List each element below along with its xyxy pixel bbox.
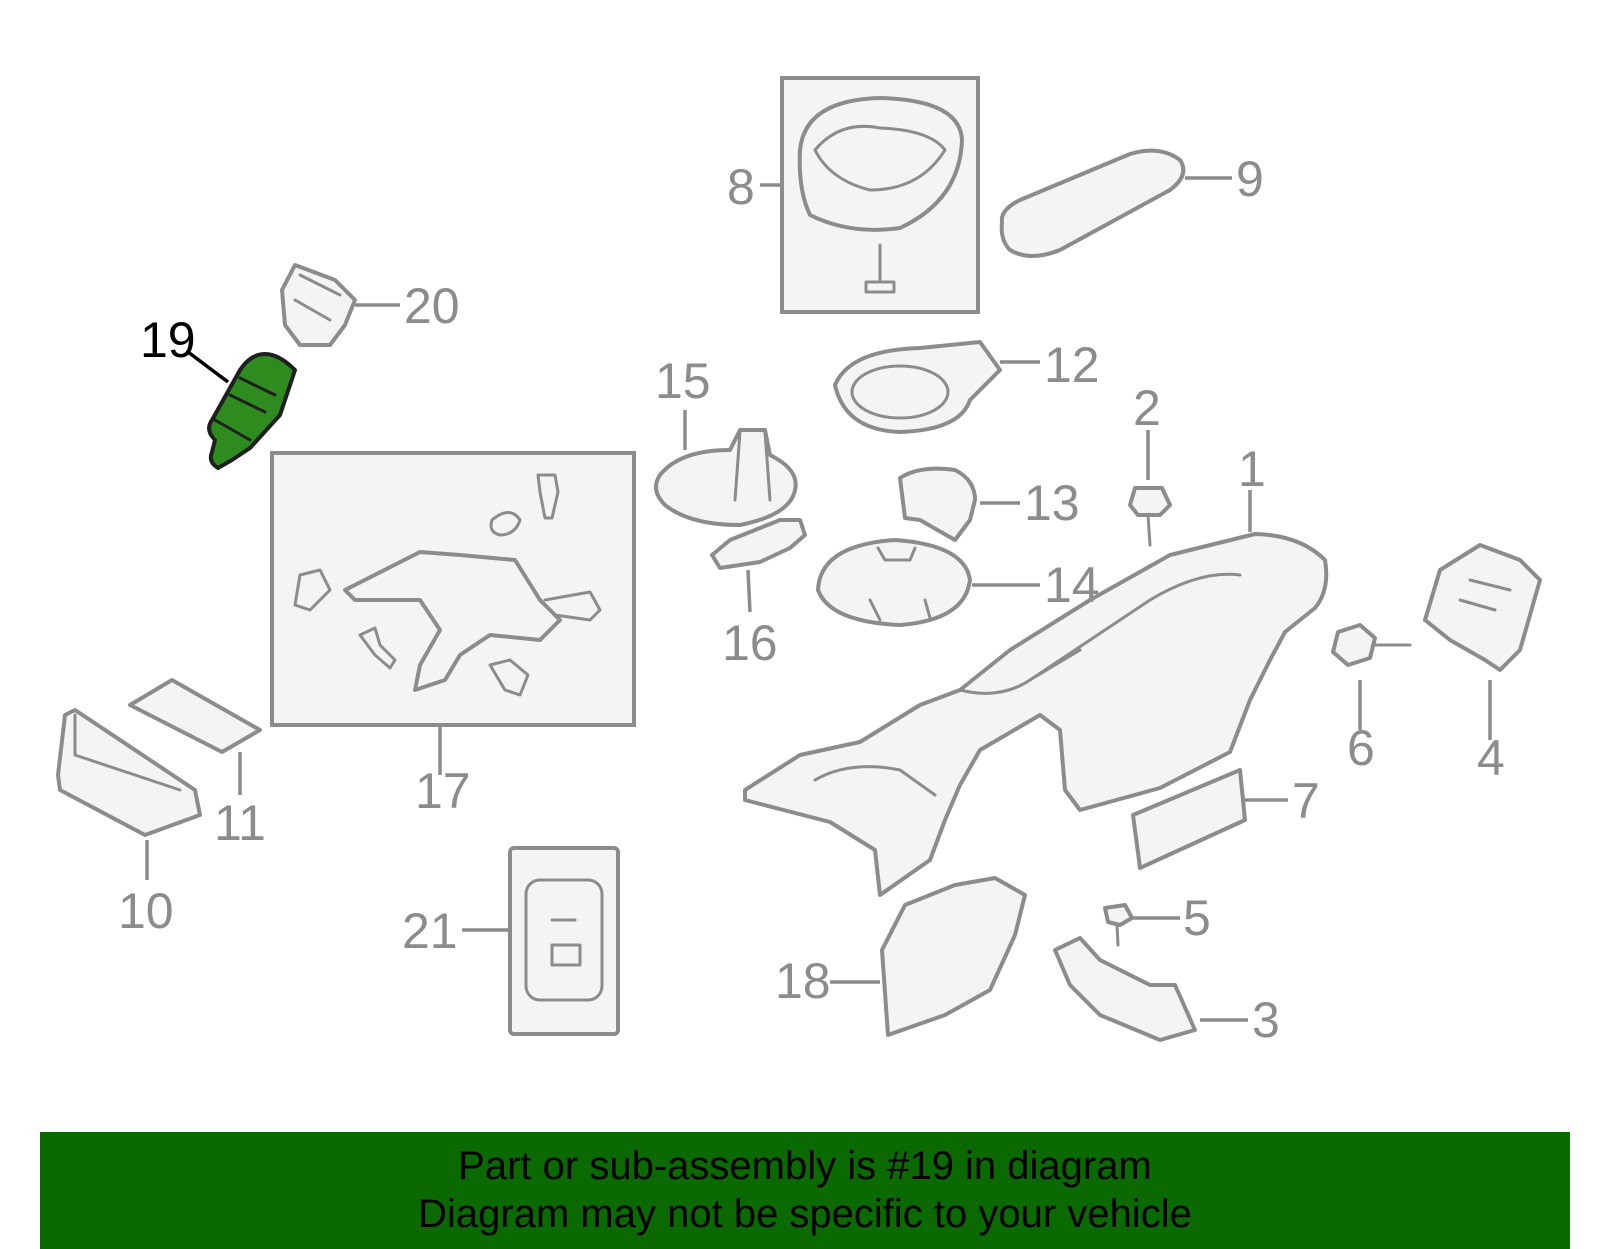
callout-9: 9 bbox=[1236, 151, 1264, 207]
part-3-bracket[interactable] bbox=[1053, 936, 1197, 1042]
part-13[interactable] bbox=[898, 466, 977, 542]
callout-11: 11 bbox=[214, 795, 266, 851]
callout-20: 20 bbox=[404, 278, 460, 334]
callout-12: 12 bbox=[1044, 337, 1100, 393]
callout-17: 17 bbox=[415, 763, 471, 819]
callout-8: 8 bbox=[727, 159, 755, 215]
part-8-cup-holder[interactable] bbox=[780, 76, 980, 314]
leader-lines bbox=[145, 176, 1492, 1022]
callout-21: 21 bbox=[402, 903, 458, 959]
part-1-console[interactable] bbox=[743, 532, 1329, 897]
callout-14: 14 bbox=[1044, 557, 1100, 613]
part-12[interactable] bbox=[833, 340, 1002, 434]
banner-line-disclaimer: Diagram may not be specific to your vehi… bbox=[418, 1192, 1192, 1236]
callout-4: 4 bbox=[1477, 730, 1505, 786]
part-10[interactable] bbox=[56, 708, 202, 837]
part-15-shift-boot-base[interactable] bbox=[654, 428, 798, 527]
callout-19: 19 bbox=[140, 312, 196, 368]
callout-1: 1 bbox=[1238, 441, 1266, 497]
part-19-highlighted[interactable] bbox=[207, 352, 297, 470]
callout-13: 13 bbox=[1024, 475, 1080, 531]
callout-6: 6 bbox=[1347, 720, 1375, 776]
part-4-bracket[interactable] bbox=[1423, 543, 1542, 672]
callout-labels: 1 2 3 4 5 6 7 8 9 10 11 12 13 14 15 16 1… bbox=[118, 151, 1505, 1048]
callout-2: 2 bbox=[1133, 380, 1161, 436]
part-18-boot[interactable] bbox=[880, 876, 1027, 1037]
part-20[interactable] bbox=[280, 263, 357, 347]
part-14[interactable] bbox=[816, 538, 972, 627]
part-11[interactable] bbox=[128, 678, 262, 754]
part-6-bolt[interactable] bbox=[1331, 623, 1412, 667]
callout-5: 5 bbox=[1183, 890, 1211, 946]
info-banner: Part or sub-assembly is #19 in diagram D… bbox=[40, 1132, 1570, 1249]
callout-16: 16 bbox=[722, 615, 778, 671]
callout-10: 10 bbox=[118, 883, 174, 939]
banner-line-part-number: Part or sub-assembly is #19 in diagram bbox=[458, 1144, 1152, 1188]
callout-18: 18 bbox=[775, 953, 831, 1009]
callout-15: 15 bbox=[655, 353, 711, 409]
part-17-shifter-assembly[interactable] bbox=[270, 451, 636, 727]
callout-7: 7 bbox=[1292, 773, 1320, 829]
part-9-mat[interactable] bbox=[999, 148, 1186, 258]
part-16[interactable] bbox=[710, 518, 807, 570]
part-2-bolt[interactable] bbox=[1128, 486, 1172, 547]
callout-3: 3 bbox=[1252, 992, 1280, 1048]
part-5-bolt[interactable] bbox=[1103, 903, 1134, 947]
part-21-seat-heater-switch[interactable] bbox=[508, 846, 620, 1036]
part-7[interactable] bbox=[1131, 768, 1247, 870]
